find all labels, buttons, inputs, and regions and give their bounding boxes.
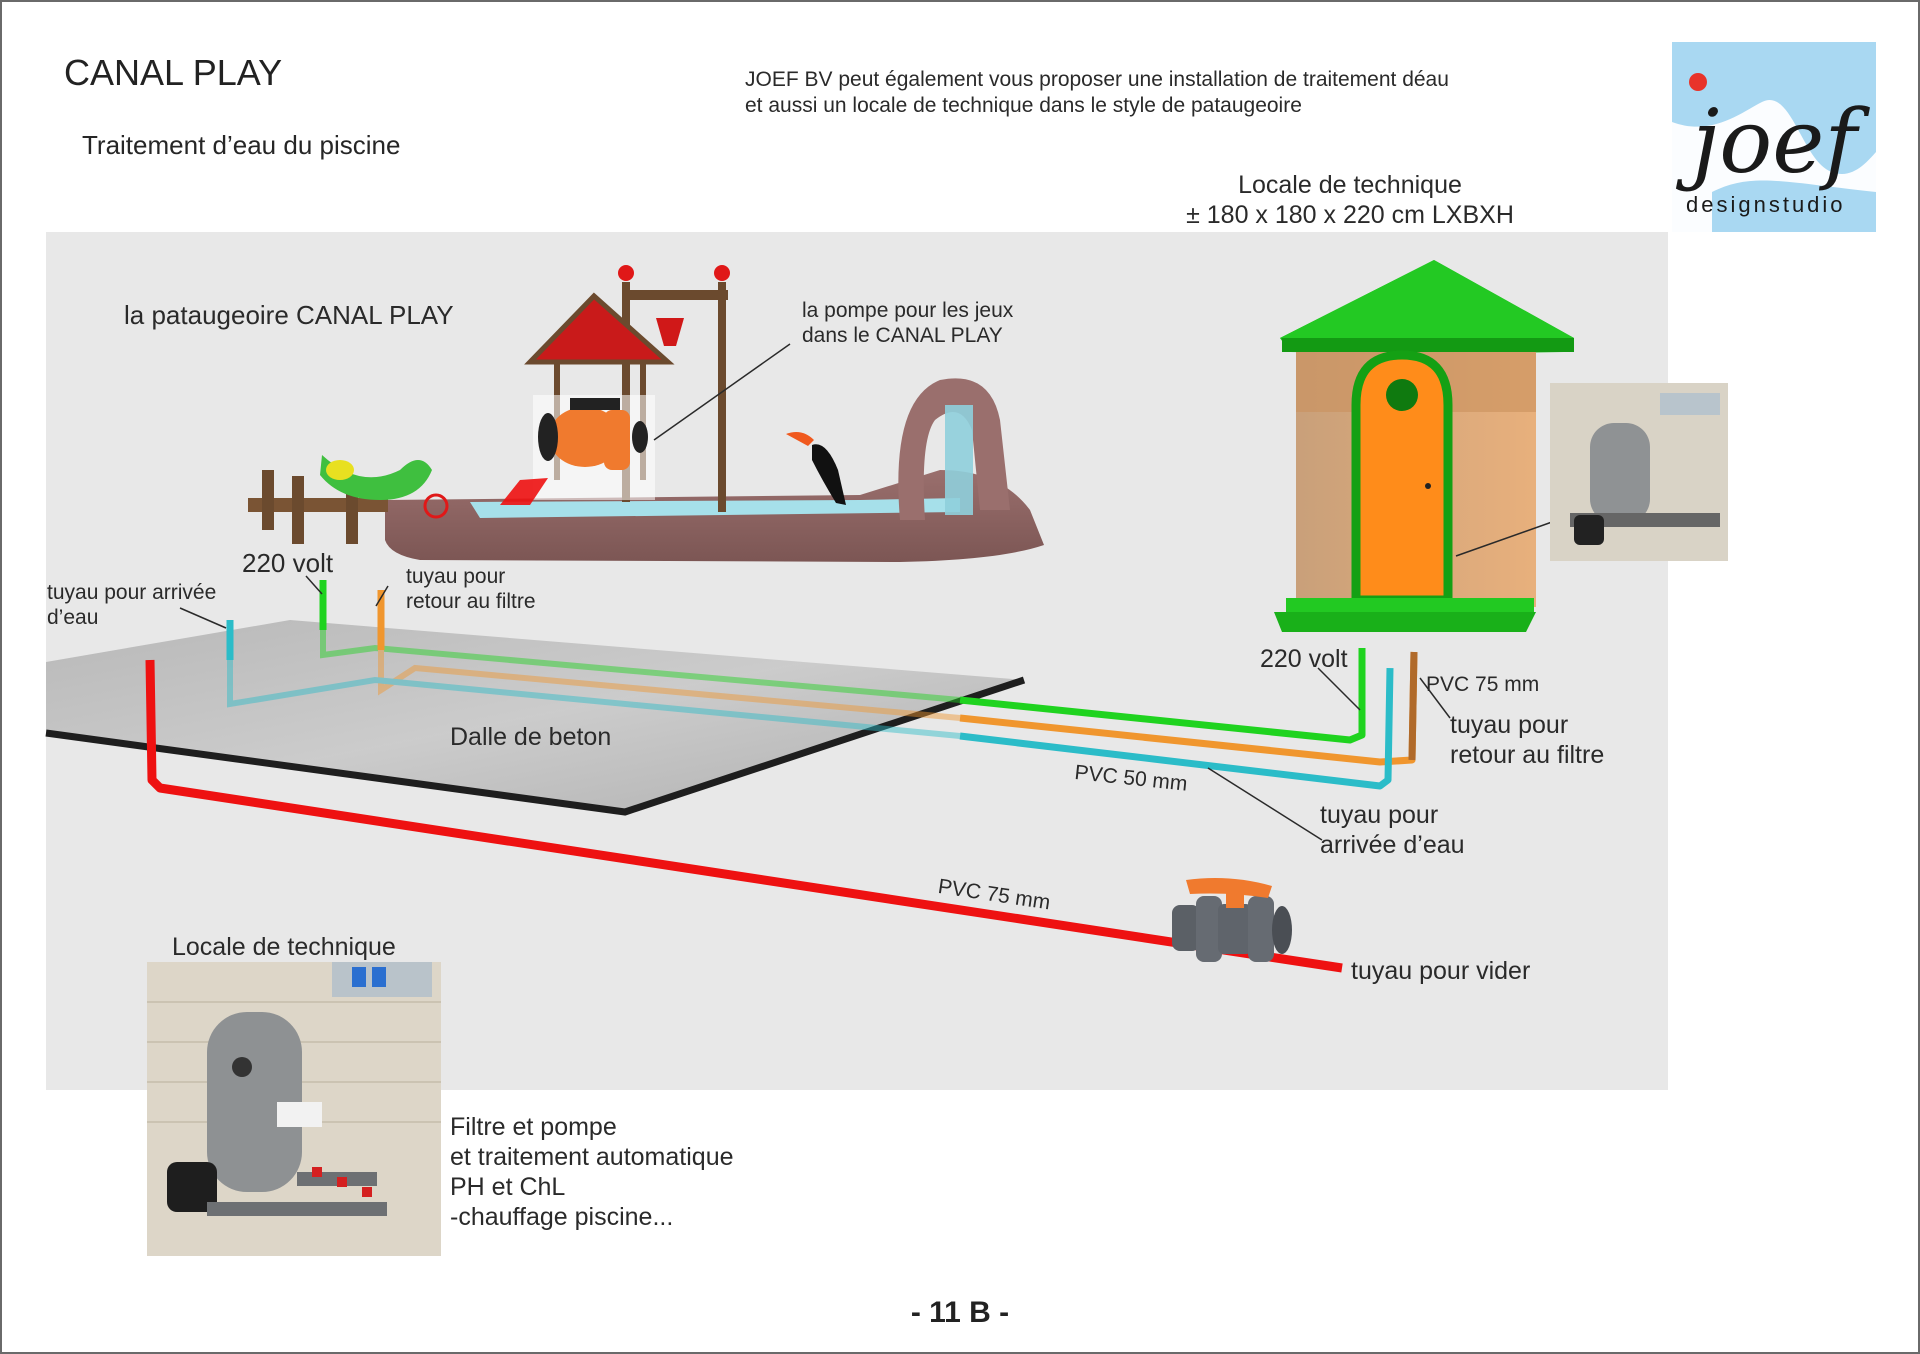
pump-label-line-1: la pompe pour les jeux xyxy=(802,299,1014,322)
left-filter-return-line-1: tuyau pour xyxy=(406,565,506,588)
logo-graphic: joef designstudio xyxy=(1672,42,1876,232)
equipment-description: Filtre et pompe et traitement automatiqu… xyxy=(450,1112,734,1232)
equipment-desc-line-3: PH et ChL xyxy=(450,1173,566,1201)
return-pipe-size-label: PVC 75 mm xyxy=(1426,673,1540,696)
right-water-inlet-line-2: arrivée d’eau xyxy=(1320,831,1465,859)
left-water-inlet-label: tuyau pour arrivée d’eau xyxy=(47,580,216,630)
pipe-power xyxy=(319,580,1366,744)
play-pool-illustration xyxy=(248,265,1044,562)
intro-text: JOEF BV peut également vous proposer une… xyxy=(745,67,1449,119)
equipment-desc-line-1: Filtre et pompe xyxy=(450,1113,617,1141)
right-water-inlet-line-1: tuyau pour xyxy=(1320,801,1439,829)
left-water-inlet-line-2: d’eau xyxy=(47,606,99,629)
pump-label: la pompe pour les jeux dans le CANAL PLA… xyxy=(802,298,1013,348)
pipe-return xyxy=(377,590,1418,766)
technical-room-heading: Locale de technique ± 180 x 180 x 220 cm… xyxy=(1170,170,1530,230)
intro-line-2: et aussi un locale de technique dans le … xyxy=(745,94,1302,117)
page-number: - 11 B - xyxy=(910,1296,1010,1329)
right-filter-return-label: tuyau pour retour au filtre xyxy=(1450,710,1604,770)
logo-tagline: designstudio xyxy=(1686,192,1846,217)
technical-room-hut xyxy=(1274,260,1574,632)
ball-valve-icon xyxy=(1172,878,1292,962)
slab-label: Dalle de beton xyxy=(450,723,612,751)
pump-leader-line xyxy=(653,343,791,441)
logo-wave-bottom xyxy=(1712,180,1876,232)
right-water-inlet-label: tuyau pour arrivée d’eau xyxy=(1320,800,1465,860)
pool-label: la pataugeoire CANAL PLAY xyxy=(124,300,454,330)
right-filter-return-line-1: tuyau pour xyxy=(1450,711,1569,739)
equipment-desc-line-4: -chauffage piscine... xyxy=(450,1203,674,1231)
concrete-slab xyxy=(45,620,1026,816)
page-title: CANAL PLAY xyxy=(64,52,283,93)
right-filter-return-line-2: retour au filtre xyxy=(1450,741,1605,769)
hut-leader-line xyxy=(1455,521,1553,557)
equipment-photo-large-graphic xyxy=(147,962,441,1256)
technical-room-title: Locale de technique xyxy=(1238,171,1462,199)
technical-room-dimensions: ± 180 x 180 x 220 cm LXBXH xyxy=(1186,201,1514,229)
pipe-inlet xyxy=(226,620,1394,790)
logo-dot xyxy=(1689,73,1707,91)
page-subtitle: Traitement d’eau du piscine xyxy=(82,130,401,160)
left-power-label: 220 volt xyxy=(242,548,334,578)
left-filter-return-line-2: retour au filtre xyxy=(406,590,536,613)
intro-line-1: JOEF BV peut également vous proposer une… xyxy=(745,68,1449,91)
drain-label: tuyau pour vider xyxy=(1351,957,1531,985)
equipment-desc-line-2: et traitement automatique xyxy=(450,1143,734,1171)
technical-room-photo-small xyxy=(1550,383,1728,561)
equipment-room-label: Locale de technique xyxy=(172,933,396,961)
technical-room-photo-large xyxy=(147,962,441,1256)
equipment-photo-small-graphic xyxy=(1550,383,1728,561)
pipe-drain xyxy=(145,659,1343,973)
callout-leader-lines xyxy=(179,575,1451,841)
right-power-label: 220 volt xyxy=(1260,645,1348,673)
left-water-inlet-line-1: tuyau pour arrivée xyxy=(47,581,217,604)
left-filter-return-label: tuyau pour retour au filtre xyxy=(406,564,536,614)
pump-label-line-2: dans le CANAL PLAY xyxy=(802,324,1003,347)
logo-wordmark: joef xyxy=(1675,90,1870,193)
joef-logo: joef designstudio xyxy=(1672,42,1876,232)
